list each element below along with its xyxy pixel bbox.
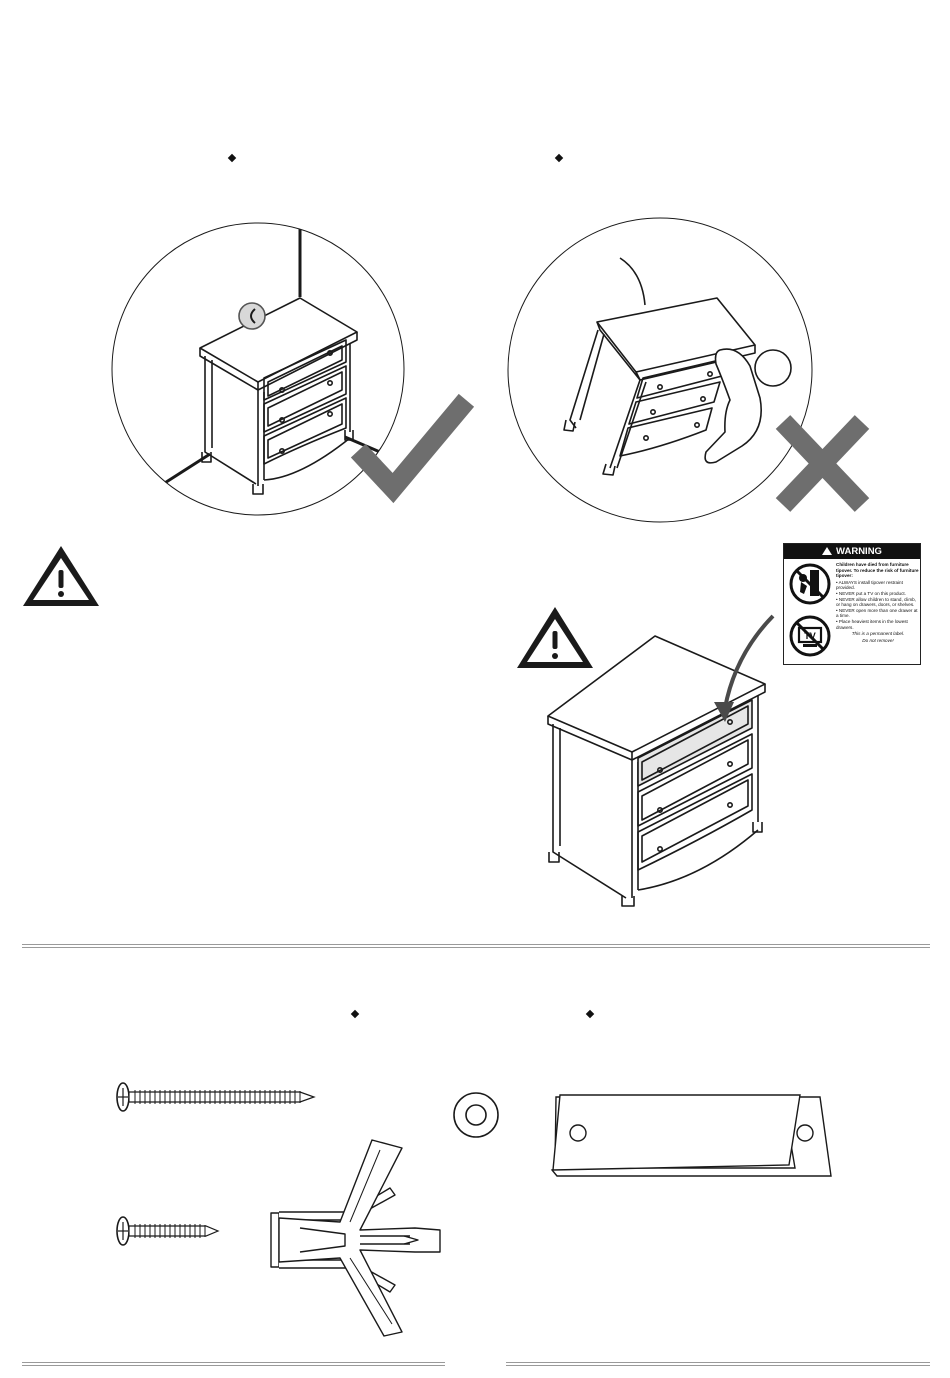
dresser-label-location-icon	[547, 635, 766, 907]
short-screw-icon	[116, 1216, 220, 1246]
no-climbing-icon	[789, 563, 831, 605]
warning-triangle-icon	[23, 546, 99, 606]
warning-lead: Children have died from furniture tipove…	[836, 562, 919, 579]
warning-triangle-icon	[517, 607, 593, 668]
secured-dresser-icon	[111, 222, 405, 516]
pointer-arrow	[723, 614, 775, 709]
strap-bracket-icon	[550, 1094, 832, 1177]
alert-triangle-icon	[822, 547, 833, 555]
tipping-dresser-icon	[507, 217, 813, 523]
warning-label-text: Children have died from furniture tipove…	[836, 562, 920, 643]
warning-label: WARNING TV Children have died from furni…	[783, 543, 921, 665]
x-mark-icon	[775, 415, 870, 512]
permanent-note: This is a permanent label.	[851, 631, 905, 637]
checkmark-icon	[350, 393, 475, 504]
warning-heading-text: WARNING	[836, 546, 882, 557]
warning-item: • NEVER allow children to stand, climb, …	[836, 596, 916, 608]
permanent-note: Do not remove!	[862, 637, 894, 643]
section-divider	[22, 1362, 445, 1366]
warning-item: • Place heaviest items in the lowest dra…	[836, 618, 908, 630]
warning-label-heading: WARNING	[784, 544, 920, 559]
section-divider	[22, 944, 930, 948]
no-tv-icon: TV	[789, 615, 831, 657]
section-divider	[506, 1362, 930, 1366]
warning-item: • NEVER open more than one drawer at a t…	[836, 607, 918, 619]
warning-item: • ALWAYS install tipover restraint provi…	[836, 579, 903, 591]
long-screw-icon	[116, 1082, 316, 1112]
washer-icon	[453, 1092, 499, 1138]
warning-item: • NEVER put a TV on this product.	[836, 590, 906, 596]
wall-anchor-icon	[270, 1139, 441, 1337]
